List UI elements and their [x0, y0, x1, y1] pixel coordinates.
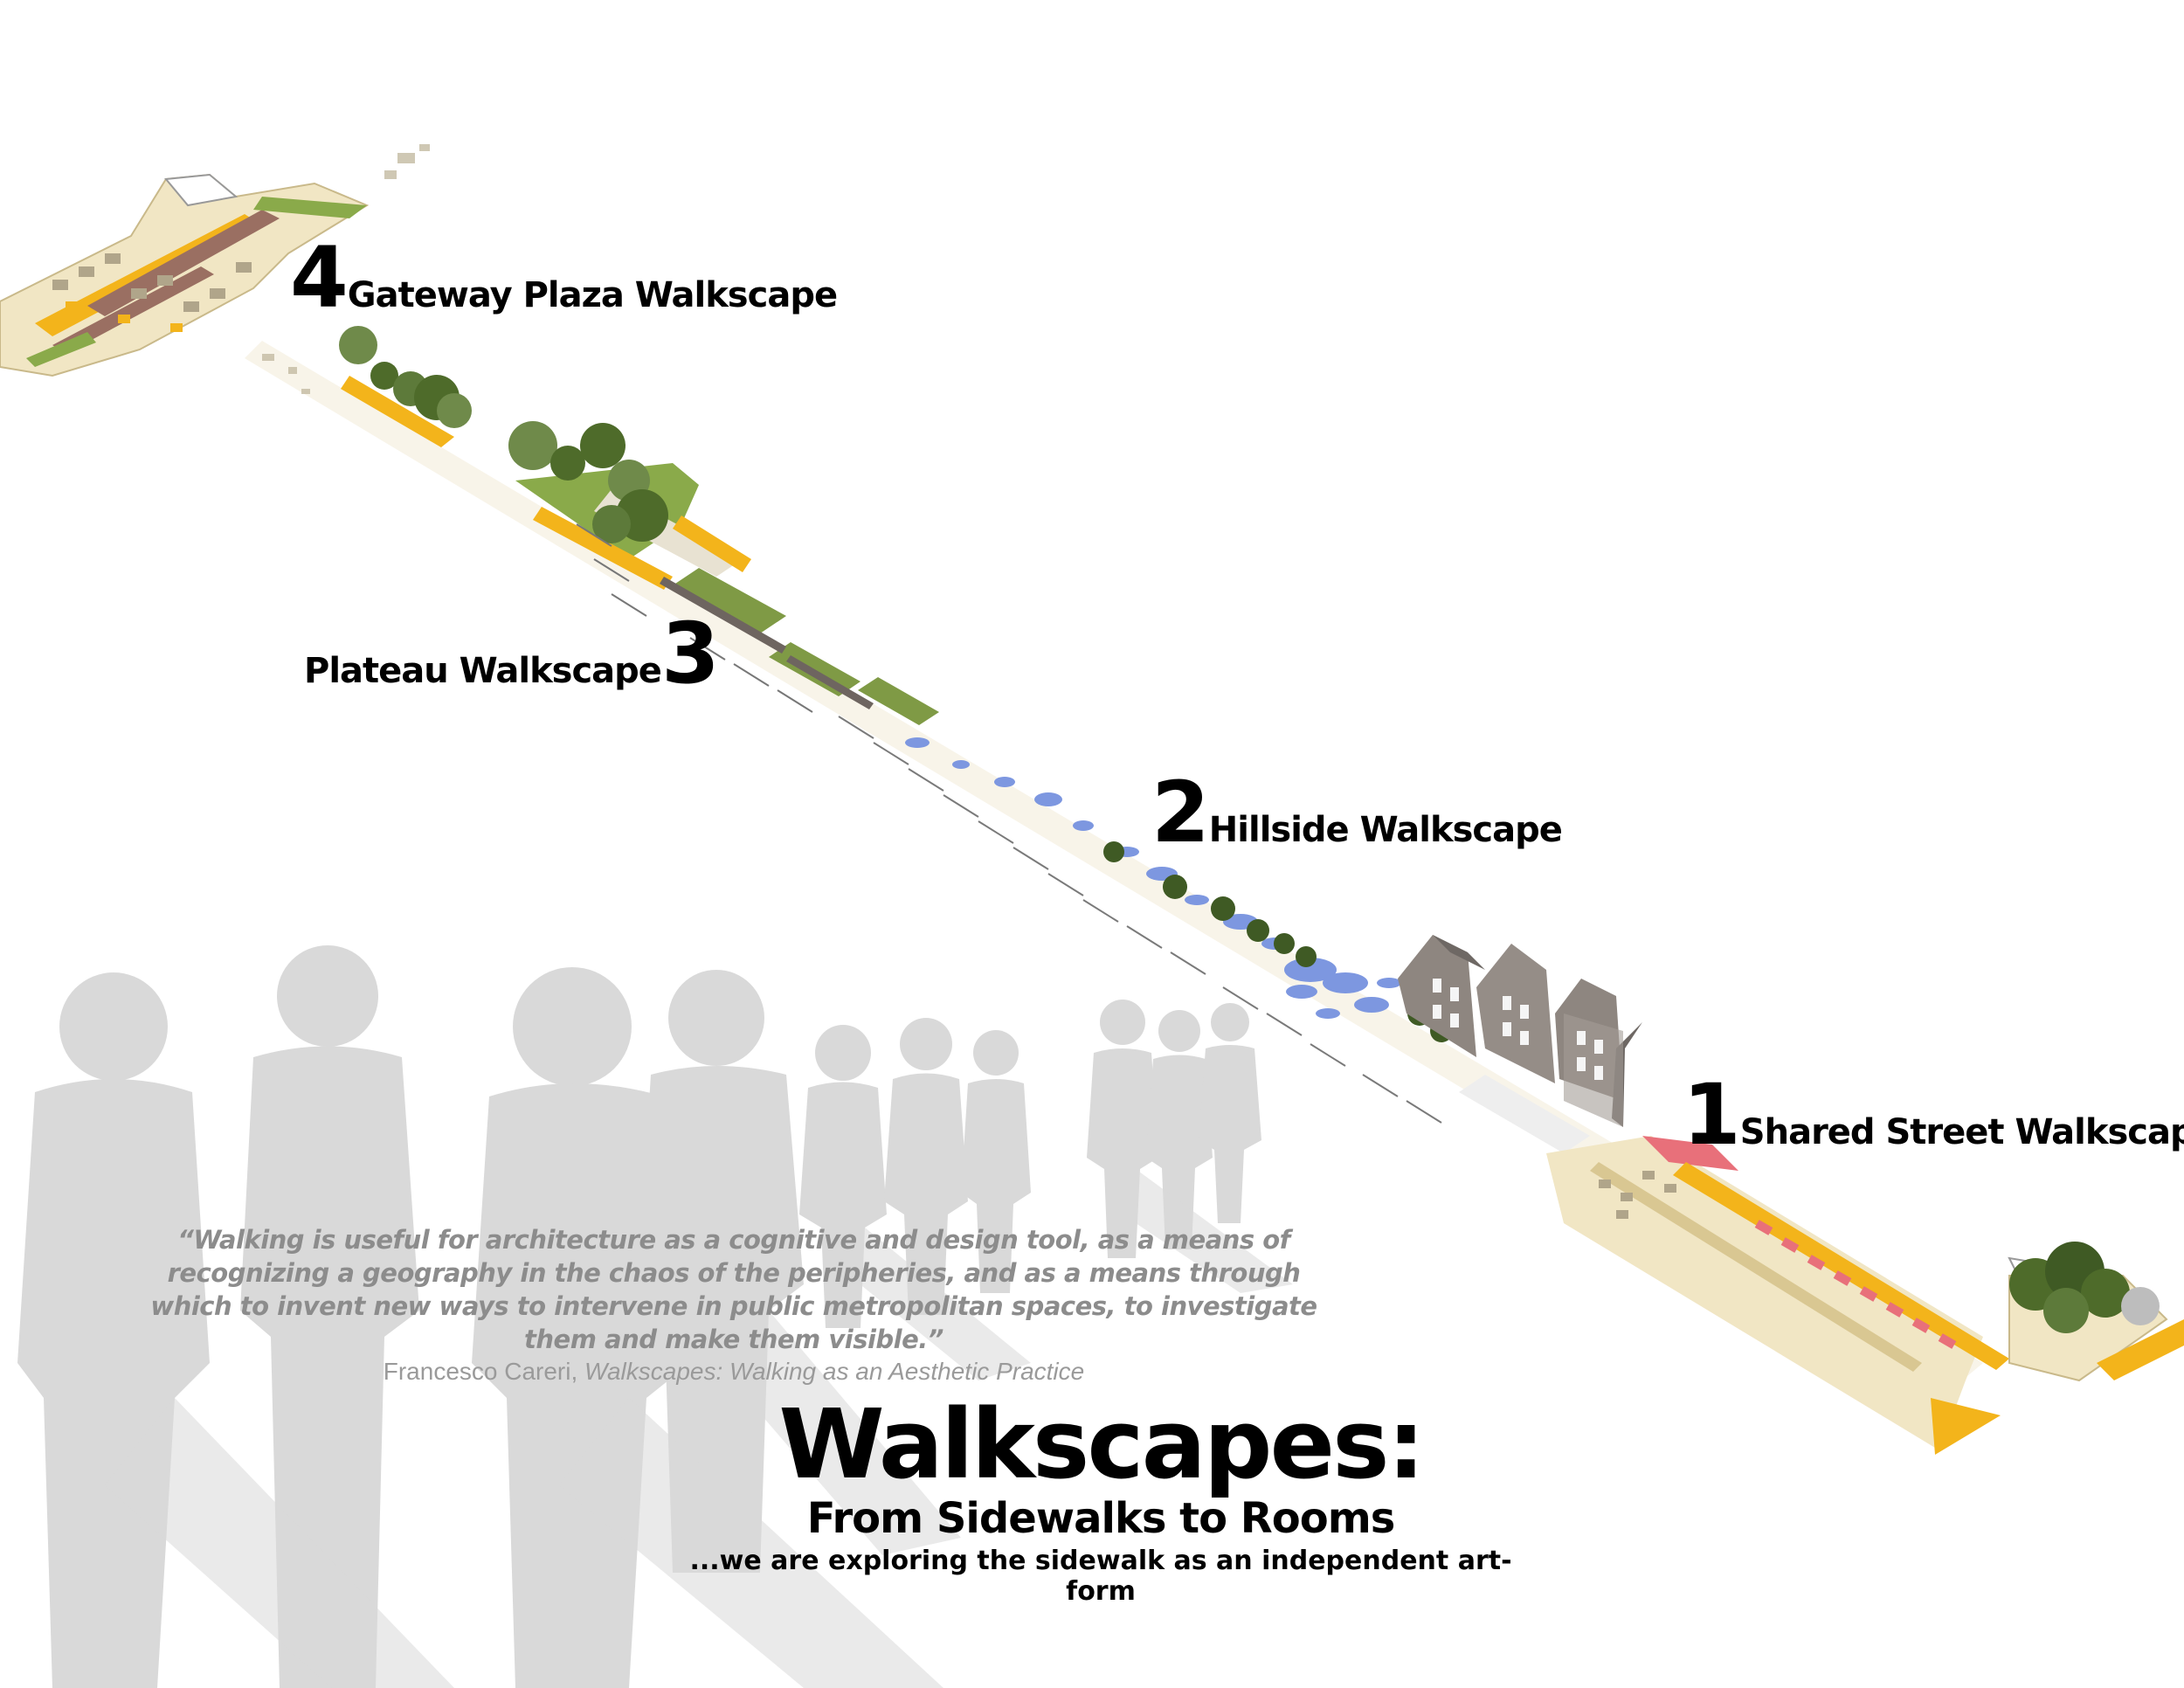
zone1-label: 1Shared Street Walkscape: [1683, 1073, 2184, 1157]
page-subtitle: From Sidewalks to Rooms: [806, 1494, 1396, 1543]
zone1-name: Shared Street Walkscape: [1739, 1112, 2184, 1152]
zone4-name: Gateway Plaza Walkscape: [347, 275, 838, 315]
zone2-townhouses: [1398, 935, 1642, 1127]
quote-block: “Walking is useful for architecture as a…: [131, 1223, 1337, 1386]
zone2-number: 2: [1151, 764, 1210, 861]
zone4-tree-strip: [339, 326, 472, 447]
zone1-number: 1: [1683, 1066, 1741, 1164]
zone3-plateau-drawing: [508, 421, 939, 725]
silhouette-figure-5: [799, 1025, 887, 1328]
crowd-silhouettes: [17, 945, 1293, 1688]
quote-source: Walkscapes: Walking as an Aesthetic Prac…: [584, 1358, 1085, 1385]
quote-text: “Walking is useful for architecture as a…: [150, 1225, 1317, 1354]
quote-credit: Francesco Careri, Walkscapes: Walking as…: [131, 1358, 1337, 1386]
zone4-number: 4: [290, 229, 349, 327]
zone2-name: Hillside Walkscape: [1208, 810, 1563, 850]
page-title: Walkscapes:: [778, 1388, 1425, 1500]
zone3-name: Plateau Walkscape: [304, 651, 662, 691]
silhouette-figure-10: [1199, 1003, 1261, 1223]
silhouette-figure-8: [1087, 1000, 1158, 1258]
quote-author: Francesco Careri,: [383, 1358, 578, 1385]
title-block: Walkscapes: From Sidewalks to Rooms ...w…: [664, 1396, 1538, 1607]
zone3-label: Plateau Walkscape3: [304, 612, 720, 695]
silhouette-figure-9: [1146, 1010, 1213, 1249]
silhouette-shadows: [105, 1169, 1293, 1688]
zone2-label: 2Hillside Walkscape: [1151, 771, 1563, 854]
page-tagline: ...we are exploring the sidewalk as an i…: [689, 1545, 1512, 1607]
silhouette-figure-7: [961, 1030, 1031, 1293]
zone3-number: 3: [660, 605, 720, 702]
silhouette-figure-6: [884, 1018, 968, 1315]
zone4-gateway-plaza-drawing: [0, 144, 430, 394]
zone1-shared-street-drawing: [1546, 1136, 2184, 1455]
zone2-hillside-drawing: [838, 716, 1642, 1153]
zone4-label: 4Gateway Plaza Walkscape: [290, 236, 838, 320]
